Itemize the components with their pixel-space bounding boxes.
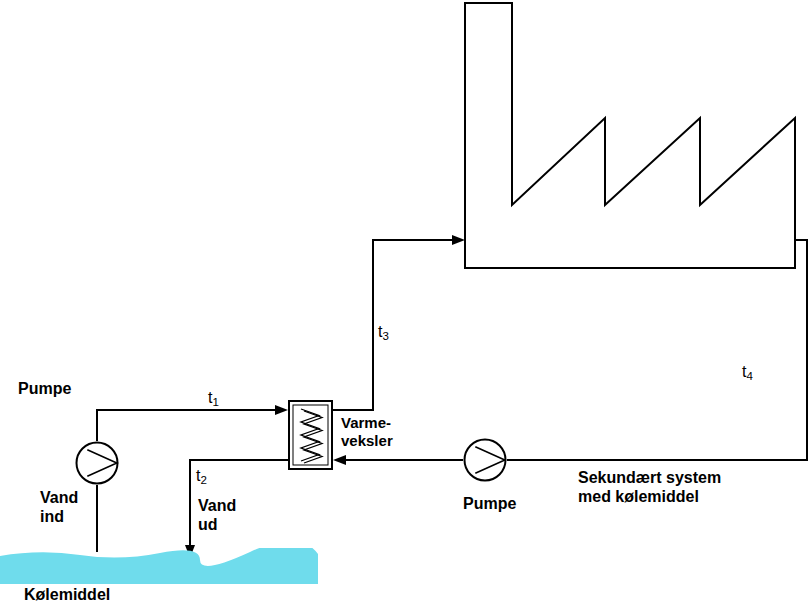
pipe-connector: [185, 460, 288, 558]
pipe-connector: [333, 455, 463, 465]
pipe-connector: [97, 485, 98, 552]
temperature-label: t2: [196, 466, 226, 487]
pipe-line: [190, 460, 288, 545]
flow-label: Vand ind: [40, 488, 90, 526]
node-label: Pumpe: [18, 379, 88, 398]
factory-building: [465, 3, 795, 268]
node-label: Varme- veksler: [341, 414, 403, 450]
arrow-head: [275, 405, 288, 415]
water-outline: [0, 548, 318, 584]
hx-outline: [288, 400, 333, 470]
pump-symbol: Pumpe: [463, 438, 507, 482]
node-label: Pumpe: [463, 494, 533, 513]
arrow-head: [452, 235, 465, 245]
node-label: Kølemiddel: [24, 585, 144, 604]
temperature-label: t3: [378, 322, 408, 343]
pipe-line: [96, 485, 98, 552]
circle-outline: [75, 441, 119, 485]
system-label: Sekundært system med kølemiddel: [578, 468, 748, 506]
temperature-label: t4: [742, 362, 772, 383]
pump-symbol: Pumpe: [75, 441, 119, 485]
heat-exchanger: Varme- veksler: [288, 400, 333, 470]
water-body: Kølemiddel: [0, 548, 318, 584]
supply-pipe: [333, 240, 452, 410]
arrow-head: [333, 455, 346, 465]
temperature-label: t1: [208, 388, 238, 409]
pipe-line: [97, 410, 275, 441]
circle-outline: [463, 438, 507, 482]
return-pipe: [507, 240, 807, 460]
flow-label: Vand ud: [198, 496, 248, 534]
pipe-line: [346, 459, 463, 461]
pipe-connector: [97, 405, 288, 441]
